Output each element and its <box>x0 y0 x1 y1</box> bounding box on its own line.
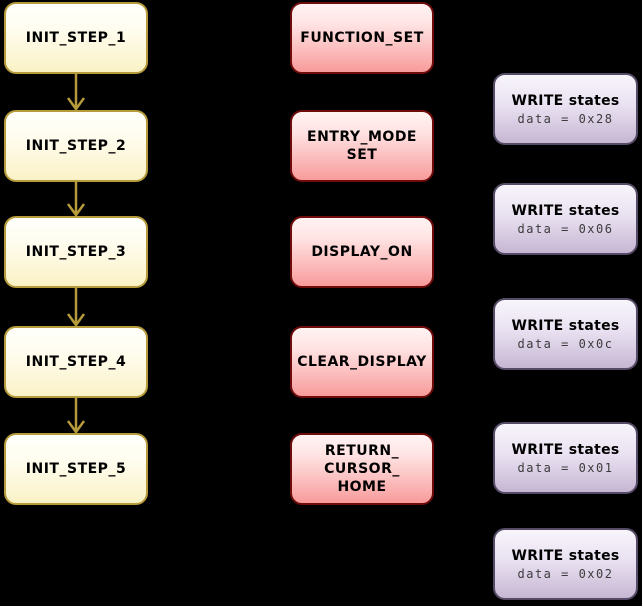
write-state-0x0c-node: WRITE states data = 0x0c <box>493 298 638 370</box>
command-display-on-node: DISPLAY_ON <box>290 216 434 288</box>
command-entry-mode-set-node: ENTRY_MODE SET <box>290 110 434 182</box>
arrow-step2-to-step3-icon <box>62 182 90 216</box>
init-step-5-node: INIT_STEP_5 <box>4 433 148 505</box>
write-state-0x02-title: WRITE states <box>511 547 620 564</box>
init-step-3-label: INIT_STEP_3 <box>25 243 127 260</box>
command-clear-display-label: CLEAR_DISPLAY <box>297 353 427 370</box>
write-state-0x06-node: WRITE states data = 0x06 <box>493 183 638 255</box>
write-state-0x02-data: data = 0x02 <box>517 566 614 581</box>
write-state-0x0c-data: data = 0x0c <box>517 336 614 351</box>
command-display-on-label: DISPLAY_ON <box>311 243 413 260</box>
command-function-set-node: FUNCTION_SET <box>290 2 434 74</box>
write-state-0x01-node: WRITE states data = 0x01 <box>493 422 638 494</box>
write-state-0x06-data: data = 0x06 <box>517 221 614 236</box>
write-state-0x01-title: WRITE states <box>511 441 620 458</box>
write-state-0x06-title: WRITE states <box>511 202 620 219</box>
init-step-1-node: INIT_STEP_1 <box>4 2 148 74</box>
init-step-4-node: INIT_STEP_4 <box>4 326 148 398</box>
command-function-set-label: FUNCTION_SET <box>300 29 424 46</box>
arrow-step4-to-step5-icon <box>62 398 90 433</box>
write-state-0x28-data: data = 0x28 <box>517 111 614 126</box>
init-step-2-label: INIT_STEP_2 <box>25 137 127 154</box>
init-step-1-label: INIT_STEP_1 <box>25 29 127 46</box>
command-entry-mode-set-label: ENTRY_MODE SET <box>307 128 417 163</box>
write-state-0x02-node: WRITE states data = 0x02 <box>493 528 638 600</box>
command-clear-display-node: CLEAR_DISPLAY <box>290 326 434 398</box>
command-return-cursor-home-node: RETURN_ CURSOR_ HOME <box>290 433 434 505</box>
command-return-cursor-home-label: RETURN_ CURSOR_ HOME <box>324 442 400 496</box>
write-state-0x28-node: WRITE states data = 0x28 <box>493 73 638 145</box>
write-state-0x0c-title: WRITE states <box>511 317 620 334</box>
arrow-step1-to-step2-icon <box>62 74 90 110</box>
init-step-3-node: INIT_STEP_3 <box>4 216 148 288</box>
init-step-2-node: INIT_STEP_2 <box>4 110 148 182</box>
init-step-5-label: INIT_STEP_5 <box>25 460 127 477</box>
write-state-0x28-title: WRITE states <box>511 92 620 109</box>
init-step-4-label: INIT_STEP_4 <box>25 353 127 370</box>
arrow-step3-to-step4-icon <box>62 288 90 326</box>
write-state-0x01-data: data = 0x01 <box>517 460 614 475</box>
